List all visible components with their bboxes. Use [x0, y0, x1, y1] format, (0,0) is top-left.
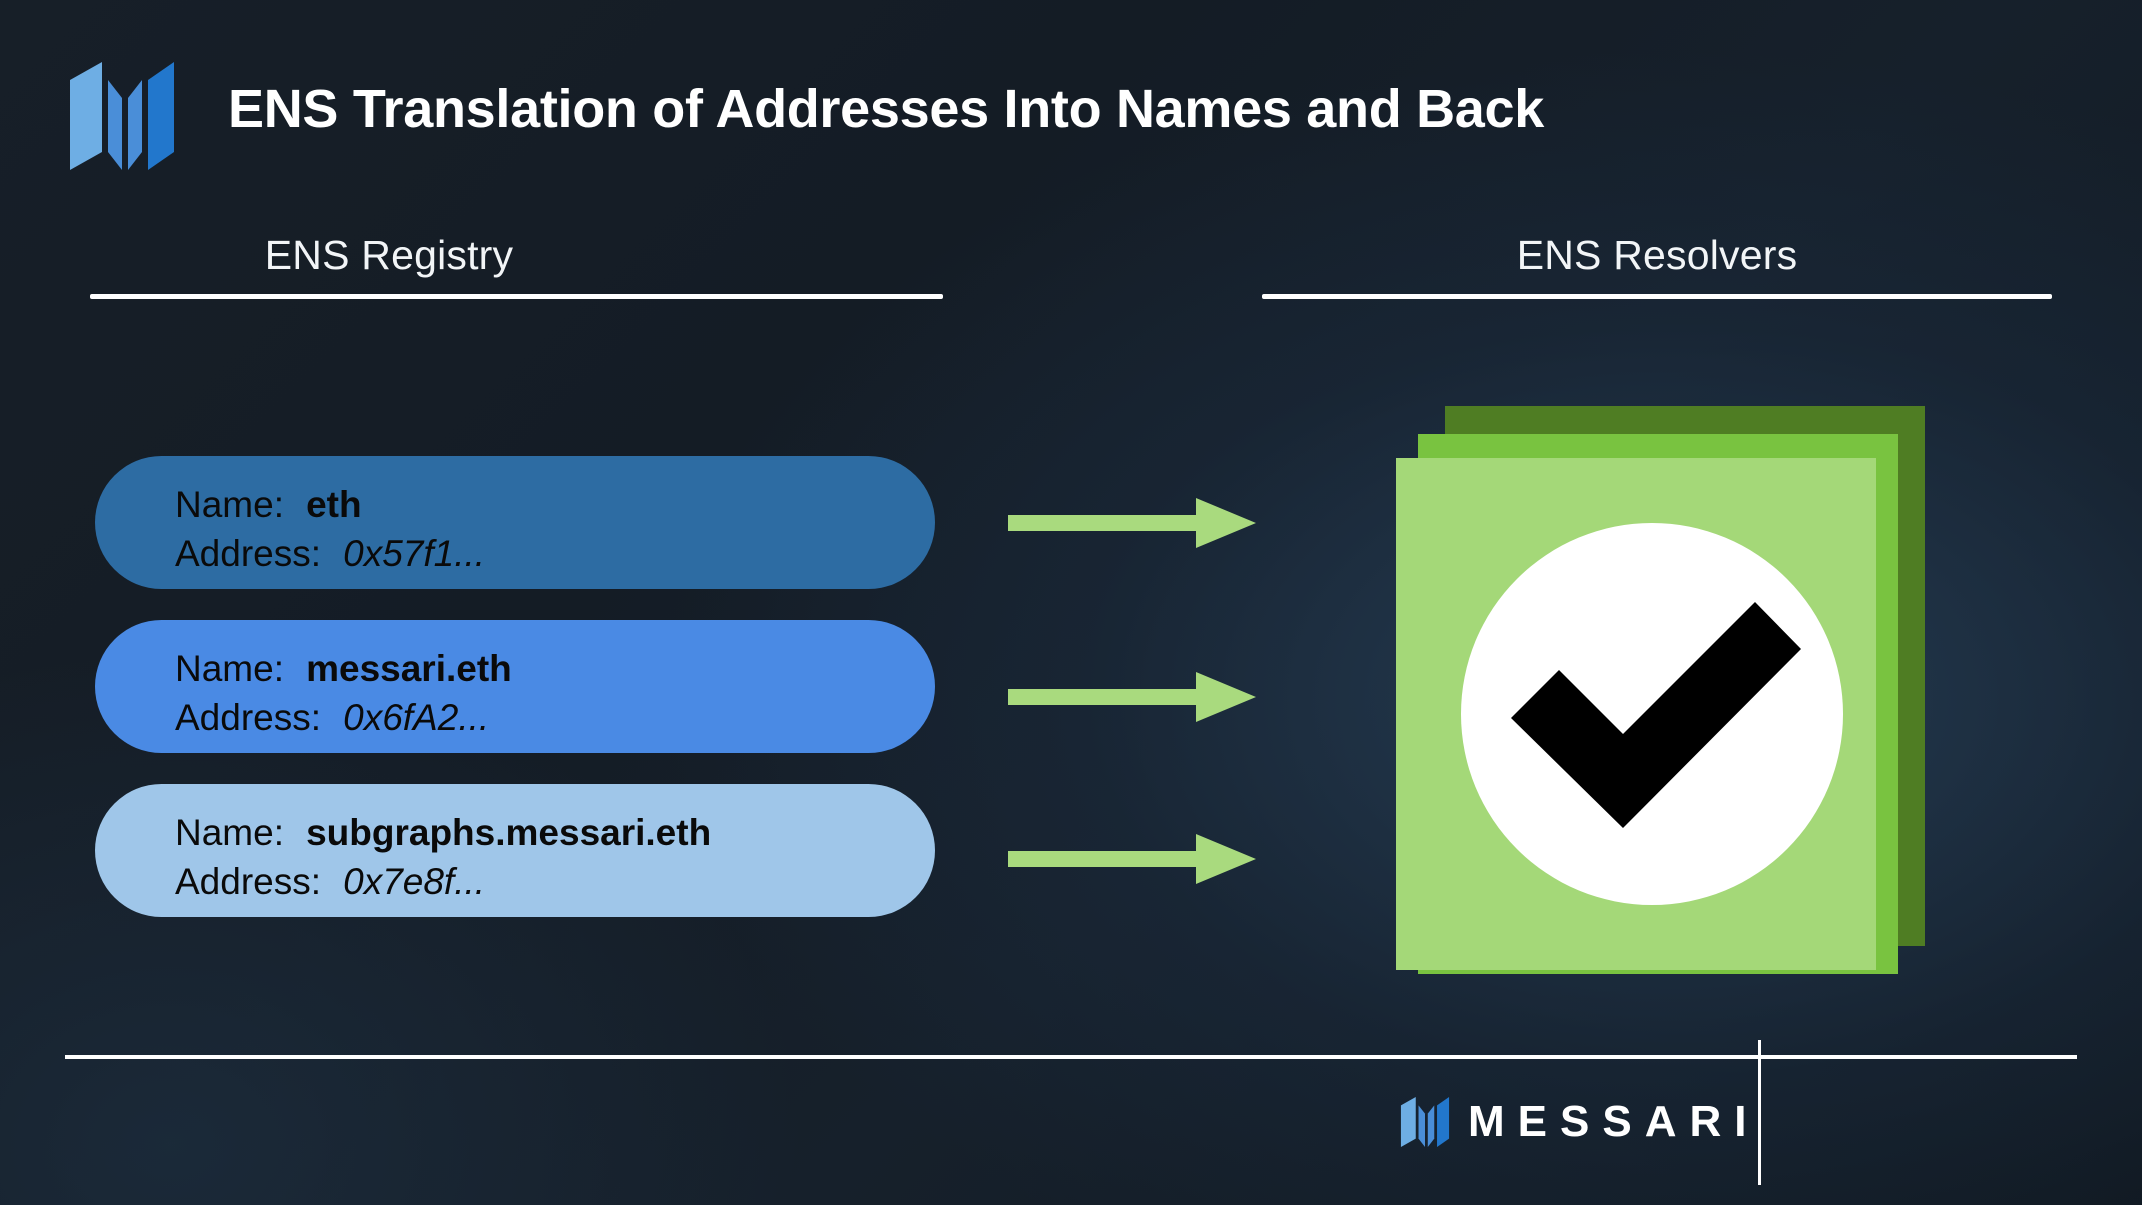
address-value: 0x7e8f... — [343, 861, 486, 902]
registry-entry-address-line: Address: 0x57f1... — [175, 529, 935, 578]
messari-logo-icon — [1400, 1097, 1450, 1147]
column-rule-resolvers — [1262, 294, 2052, 299]
address-label: Address: — [175, 697, 322, 738]
footer-wordmark: MESSARI — [1468, 1097, 1760, 1146]
name-label: Name: — [175, 812, 284, 853]
name-value: eth — [306, 484, 362, 525]
name-label: Name: — [175, 484, 284, 525]
address-value: 0x57f1... — [343, 533, 486, 574]
registry-entry-name-line: Name: eth — [175, 480, 935, 529]
footer-rule — [65, 1055, 2077, 1059]
arrow-right-icon — [1008, 672, 1256, 722]
arrow-right-icon — [1008, 498, 1256, 548]
registry-entry-name-line: Name: messari.eth — [175, 644, 935, 693]
page-title: ENS Translation of Addresses Into Names … — [228, 79, 1544, 139]
name-value: messari.eth — [306, 648, 512, 689]
checkmark-icon — [1511, 602, 1801, 828]
registry-entry-address-line: Address: 0x6fA2... — [175, 693, 935, 742]
messari-logo-icon — [70, 62, 174, 170]
name-label: Name: — [175, 648, 284, 689]
column-header-registry: ENS Registry — [264, 232, 514, 278]
address-value: 0x6fA2... — [343, 697, 490, 738]
address-label: Address: — [175, 861, 322, 902]
footer-divider — [1758, 1040, 1761, 1185]
registry-entry-card[interactable]: Name: messari.eth Address: 0x6fA2... — [95, 620, 935, 753]
registry-entry-name-line: Name: subgraphs.messari.eth — [175, 808, 935, 857]
name-value: subgraphs.messari.eth — [306, 812, 712, 853]
column-rule-registry — [90, 294, 943, 299]
registry-entry-card[interactable]: Name: subgraphs.messari.eth Address: 0x7… — [95, 784, 935, 917]
address-label: Address: — [175, 533, 322, 574]
arrow-right-icon — [1008, 834, 1256, 884]
registry-entry-card[interactable]: Name: eth Address: 0x57f1... — [95, 456, 935, 589]
footer-brand: MESSARI — [1400, 1097, 1760, 1147]
column-header-resolvers: ENS Resolvers — [1516, 232, 1798, 278]
registry-entry-address-line: Address: 0x7e8f... — [175, 857, 935, 906]
